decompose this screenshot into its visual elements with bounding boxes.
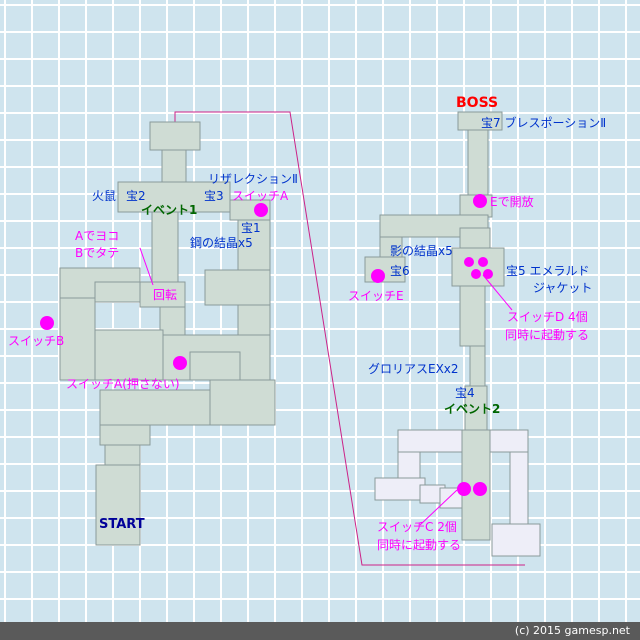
switch-a-no-press-label: スイッチA(押さない) [66,377,180,391]
resurrection-label: リザレクションⅡ [208,172,298,186]
switch-a-no-press-marker [173,356,187,370]
chest-2-label: 宝2 [126,189,146,203]
boss-label: BOSS [456,95,499,111]
event-1-label: イベント1 [141,203,198,217]
switch-d-label-line1: スイッチD 4個 [507,310,588,324]
chest-6-label: 宝6 [390,264,410,278]
switch-d-marker [464,257,474,267]
hinezumi-label: 火鼠 [92,189,117,203]
switch-c-label-line2: 同時に起動する [377,538,462,552]
a-yoko-label: Aでヨコ [75,229,120,243]
switch-c-marker [457,482,471,496]
pointer-lines [139,247,513,526]
b-tate-label: Bでタテ [75,246,120,260]
shadow-crystal-label: 影の結晶x5 [390,244,453,258]
switch-e-label: スイッチE [348,289,404,303]
copyright-footer: (c) 2015 gamesp.net [0,622,640,640]
start-label: START [99,517,145,532]
glorias-label: グロリアスEXx2 [368,362,459,376]
chest-4-label: 宝4 [455,386,475,400]
rotate-label: 回転 [153,288,178,302]
chest-5-label-line1: 宝5 エメラルド [506,264,590,278]
switch-a-marker [254,203,268,217]
switch-b-marker [40,316,54,330]
left-section-floor [59,121,276,546]
switch-e-marker [371,269,385,283]
e-open-marker [473,194,487,208]
switch-d-label-line2: 同時に起動する [505,328,590,342]
e-open-label: Eで開放 [490,195,534,209]
switch-c-marker [473,482,487,496]
section-connector-line [174,111,525,566]
chest-5-label-line2: ジャケット [533,281,593,295]
chest-7-label: 宝7 ブレスポーションⅡ [481,116,607,130]
switch-a-label: スイッチA [232,189,289,203]
switch-d-marker [471,269,481,279]
chest-1-label: 宝1 [241,221,261,235]
switch-markers [40,194,493,496]
event-2-label: イベント2 [444,402,501,416]
switch-c-label-line1: スイッチC 2個 [377,520,457,534]
steel-crystal-label: 鋼の結晶x5 [190,236,253,250]
chest-3-label: 宝3 [204,189,224,203]
switch-b-label: スイッチB [8,334,65,348]
right-section-floor [364,111,505,541]
switch-d-marker [483,269,493,279]
switch-d-marker [478,257,488,267]
